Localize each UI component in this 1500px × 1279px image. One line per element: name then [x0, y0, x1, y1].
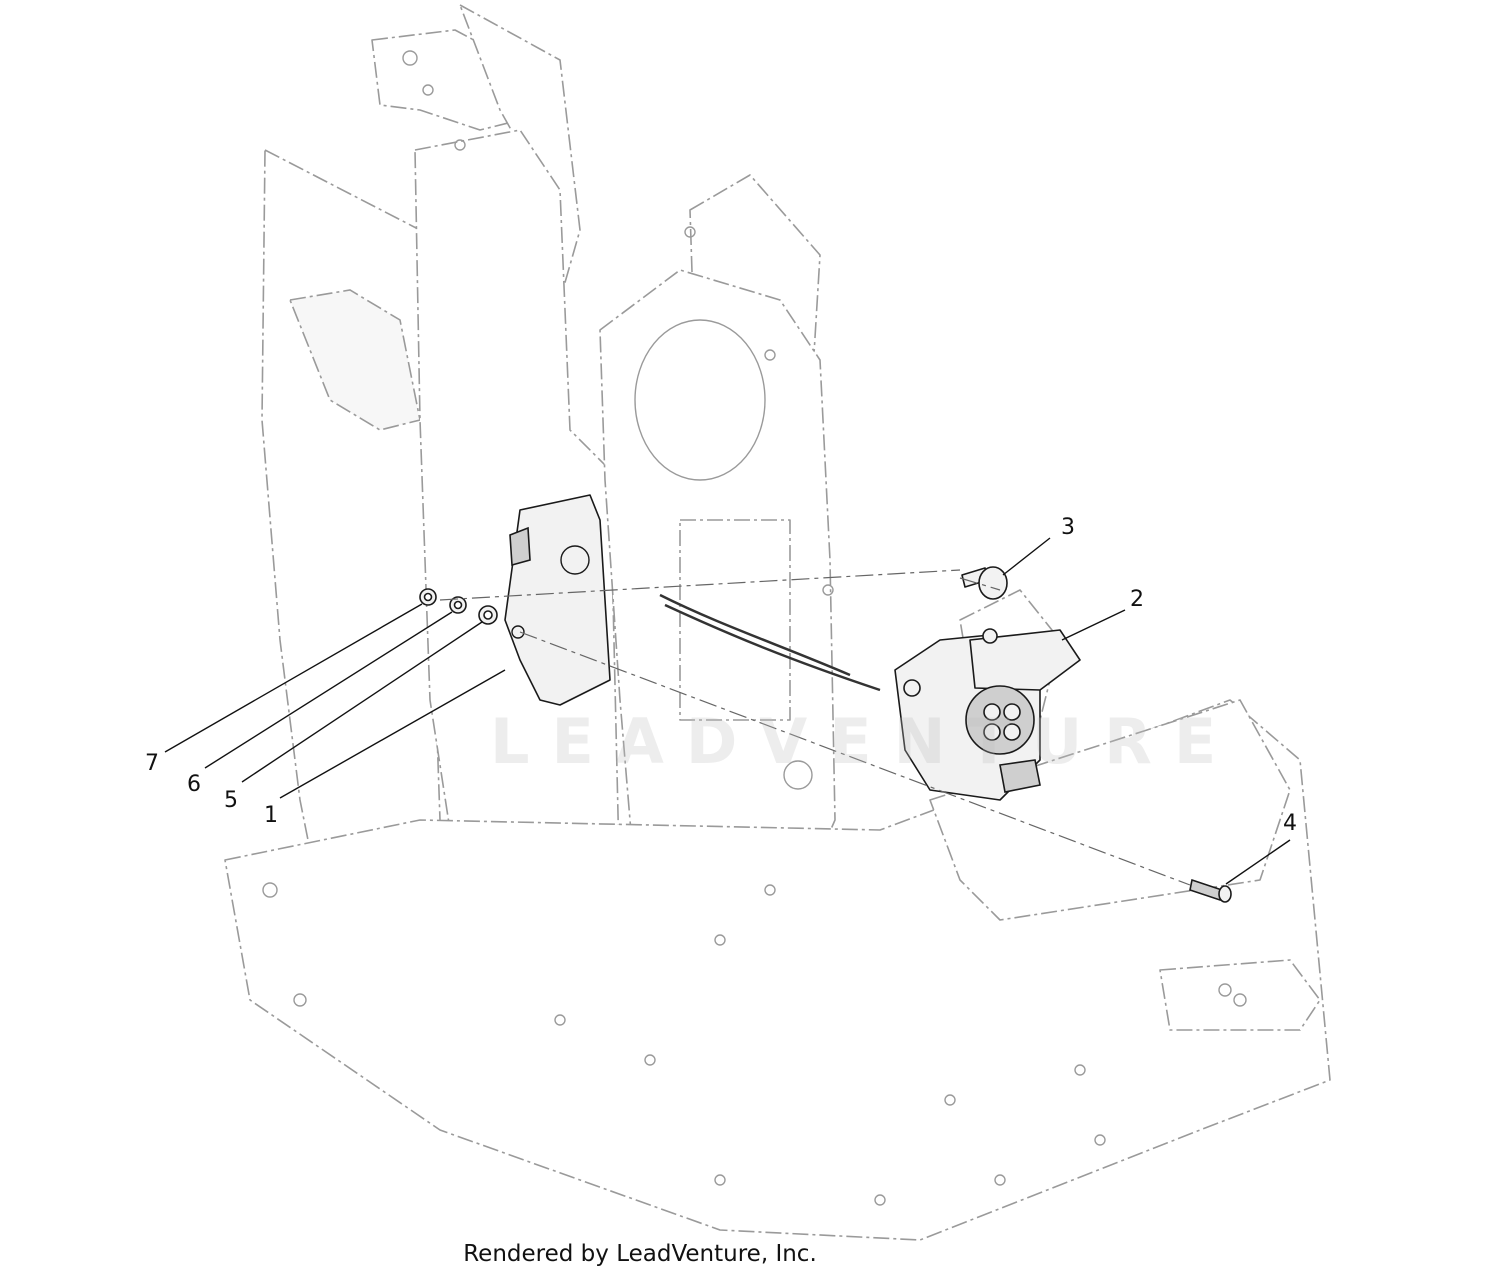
part-5-washer	[478, 605, 498, 625]
callout-7: 7	[145, 751, 159, 776]
part-2-connector	[659, 593, 1081, 801]
part-3-bolt	[961, 566, 1008, 600]
callout-6: 6	[187, 772, 201, 797]
callout-3: 3	[1061, 515, 1075, 540]
part-1-mounting-plate	[504, 494, 611, 706]
frame-ghost	[224, 4, 1331, 1241]
callout-1: 1	[264, 803, 278, 828]
callout-2: 2	[1130, 587, 1144, 612]
center-lines	[439, 569, 1191, 886]
callout-5: 5	[224, 788, 238, 813]
part-7-nut	[419, 588, 437, 606]
leader-lines	[164, 537, 1291, 885]
watermark: LEADVENTURE	[490, 705, 1239, 778]
footer-credit: Rendered by LeadVenture, Inc.	[463, 1241, 817, 1267]
callout-4: 4	[1283, 811, 1297, 836]
part-6-washer	[449, 596, 467, 614]
part-4-screw	[1189, 878, 1232, 903]
